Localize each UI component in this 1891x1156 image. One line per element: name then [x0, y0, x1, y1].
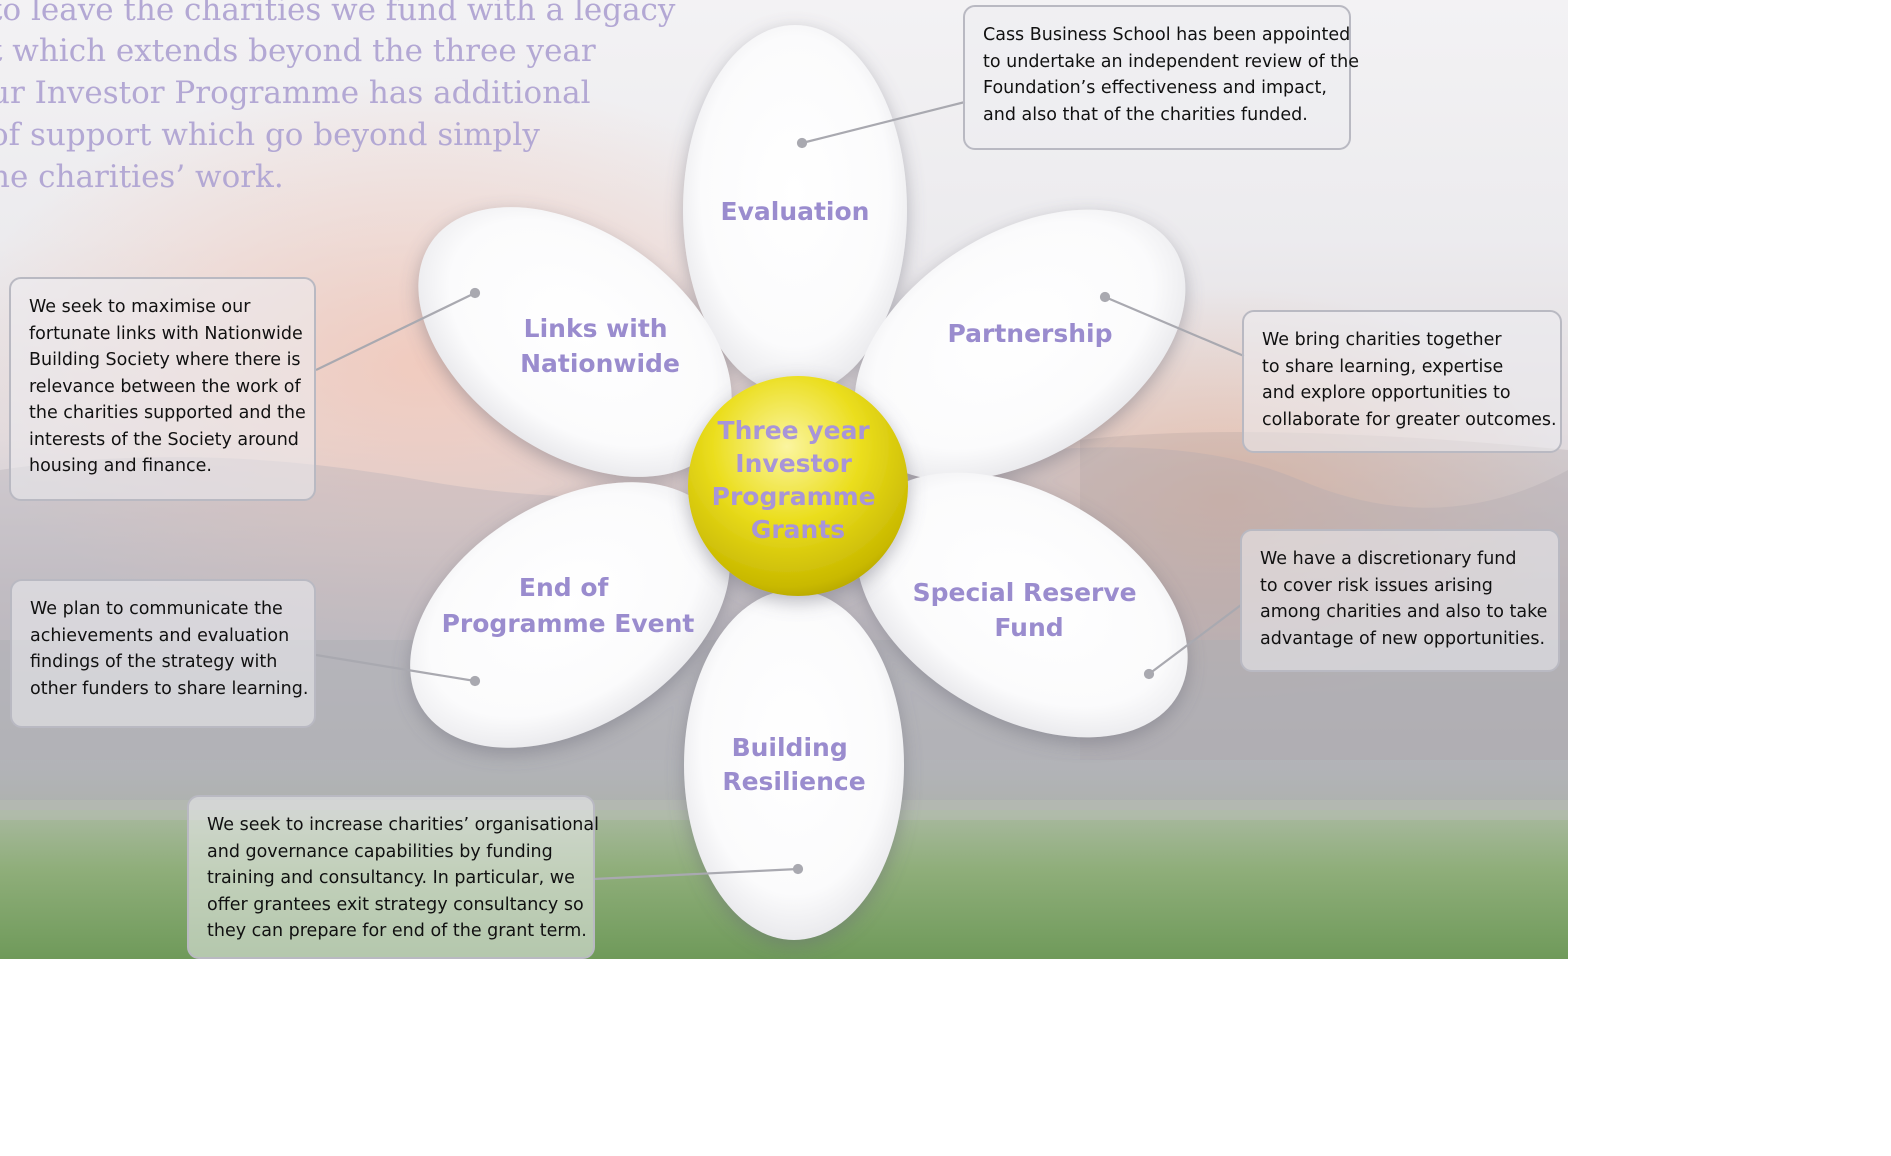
petal-building-resilience [684, 590, 904, 940]
intro-text-line: ur Investor Programme has additional [0, 75, 591, 111]
note-line: advantage of new opportunities. [1260, 628, 1546, 649]
connector-links-nationwide [315, 292, 476, 371]
note-line: collaborate for greater outcomes. [1262, 409, 1557, 430]
note-line: to cover risk issues arising [1260, 575, 1493, 596]
note-line: relevance between the work of [29, 376, 301, 397]
note-line: Cass Business School has been appointed [983, 25, 1351, 45]
note-partnership: We bring charities together to share lea… [1242, 310, 1562, 453]
note-line: We seek to increase charities’ organisat… [207, 815, 599, 835]
center-circle [688, 376, 908, 596]
note-end-of-programme: We plan to communicate the achievements … [10, 579, 316, 728]
flower-diagram: Evaluation Partnership Special Reserve F… [315, 25, 1245, 940]
intro-text-line: t which extends beyond the three year [0, 33, 596, 69]
note-line: We plan to communicate the [30, 599, 283, 619]
note-evaluation: Cass Business School has been appointed … [963, 5, 1359, 150]
note-line: interests of the Society around [29, 429, 299, 450]
petal-label-special-reserve: Special Reserve Fund [913, 578, 1146, 642]
note-line: Foundation’s effectiveness and impact, [983, 78, 1327, 98]
intro-text-line: to leave the charities we fund with a le… [0, 0, 676, 28]
note-line: fortunate links with Nationwide [29, 323, 303, 344]
petal-links-nationwide [418, 207, 732, 477]
petal-partnership [854, 209, 1186, 481]
note-line: housing and finance. [29, 456, 212, 476]
note-line: Building Society where there is [29, 350, 301, 370]
note-line: We seek to maximise our [29, 297, 251, 317]
note-line: to share learning, expertise [1262, 356, 1504, 377]
note-line: other funders to share learning. [30, 678, 309, 699]
note-line: and also that of the charities funded. [983, 104, 1308, 125]
connector-dot [792, 863, 804, 875]
note-links-nationwide: We seek to maximise our fortunate links … [9, 277, 316, 501]
note-line: the charities supported and the [29, 403, 306, 423]
petal-label-partnership: Partnership [947, 319, 1112, 348]
petal-label-links-nationwide: Links with Nationwide [520, 314, 680, 378]
note-line: We bring charities together [1262, 330, 1502, 350]
intro-text-line: he charities’ work. [0, 159, 284, 195]
note-line: and governance capabilities by funding [207, 841, 553, 862]
petal-evaluation [683, 25, 907, 395]
petal-label-building-resilience: Building Resilience [722, 733, 865, 796]
note-line: We have a discretionary fund [1260, 549, 1517, 569]
intro-text-line: of support which go beyond simply [0, 117, 540, 153]
note-line: among charities and also to take [1260, 602, 1548, 622]
note-building-resilience: We seek to increase charities’ organisat… [187, 795, 599, 959]
note-line: achievements and evaluation [30, 625, 290, 646]
note-line: offer grantees exit strategy consultancy… [207, 894, 584, 915]
connector-dot [1099, 291, 1111, 303]
petal-special-reserve [856, 472, 1188, 738]
connector-special-reserve [1148, 604, 1242, 675]
petal-end-of-programme [410, 482, 730, 748]
petal-label-evaluation: Evaluation [721, 197, 870, 226]
connector-building-resilience [593, 867, 799, 881]
note-line: to undertake an independent review of th… [983, 51, 1359, 72]
connector-end-of-programme [315, 653, 476, 683]
note-line: they can prepare for end of the grant te… [207, 921, 587, 941]
connector-dot [1143, 668, 1155, 680]
note-line: and explore opportunities to [1262, 383, 1511, 403]
center-label: Three year Investor Programme Grants [712, 416, 885, 544]
note-special-reserve: We have a discretionary fund to cover ri… [1240, 529, 1560, 672]
connector-evaluation [801, 100, 966, 145]
note-line: training and consultancy. In particular,… [207, 868, 575, 888]
connector-dot [469, 287, 481, 299]
petal-label-end-of-programme: End of Programme Event [442, 573, 695, 638]
connector-dot [469, 675, 481, 687]
connector-dot [796, 137, 808, 149]
note-line: findings of the strategy with [30, 652, 278, 672]
connector-partnership [1104, 295, 1245, 358]
